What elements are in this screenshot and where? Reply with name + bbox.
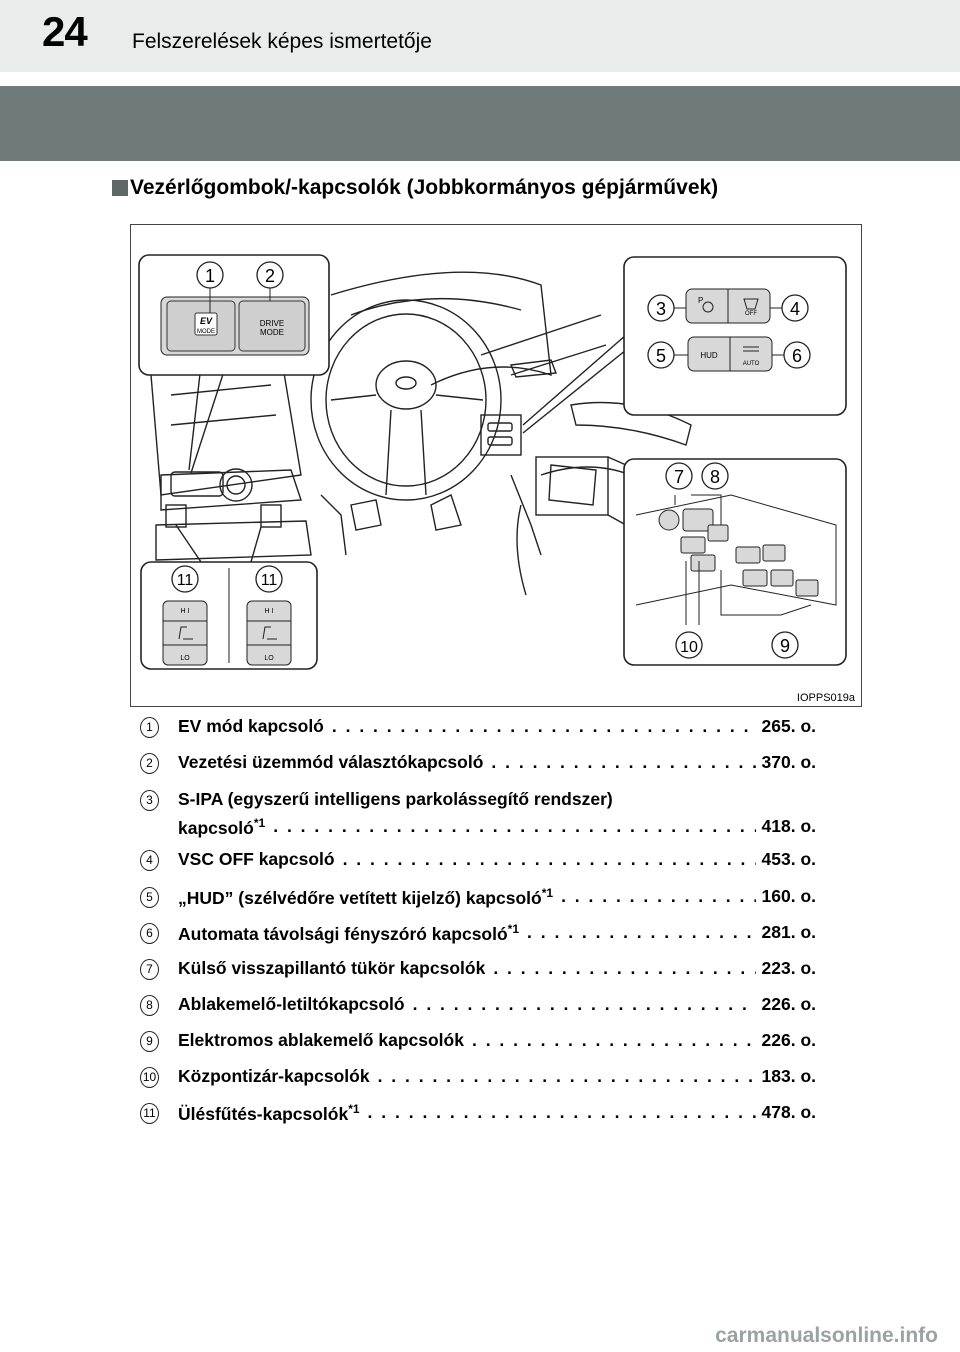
p-label: P <box>698 296 703 305</box>
callout-8: 8 <box>710 467 720 487</box>
legend-number: 3 <box>140 790 159 811</box>
footnote-marker: *1 <box>507 922 520 936</box>
legend-entry: 10 Központizár-kapcsolók 183. o. . . . . .… <box>130 1066 830 1090</box>
footnote-marker: *1 <box>348 1102 360 1116</box>
dot-leader: . . . . . . . . . . . . . . . . . . . . … <box>527 922 756 942</box>
dot-leader: . . . . . . . . . . . . . . . . . . . . … <box>377 1066 756 1086</box>
dot-leader: . . . . . . . . . . . . . . . . . . . . … <box>273 816 755 836</box>
callout-2: 2 <box>265 266 275 286</box>
legend-page-ref: 226. o. <box>761 994 816 1014</box>
page-number: 24 <box>42 8 88 55</box>
legend-number: 1 <box>140 717 159 738</box>
legend-entry: 3 S-IPA (egyszerű intelligens parkolásseg… <box>130 789 830 813</box>
header-bar: 24 Felszerelések képes ismertetője <box>0 0 960 72</box>
legend-text: Vezetési üzemmód választókapcsoló <box>178 752 484 772</box>
legend-page-ref: 160. o. <box>761 886 816 906</box>
legend-page-ref: 370. o. <box>761 752 816 772</box>
dashboard-drawing: EV MODE DRIVE MODE 1 2 P OFF HUD AUTO 3 … <box>138 254 847 670</box>
legend-text: „HUD” (szélvédőre vetített kijelző) kapc… <box>178 886 554 908</box>
legend-page-ref: 226. o. <box>761 1030 816 1050</box>
legend-entry: 2 Vezetési üzemmód választókapcsoló 370. o… <box>130 752 830 776</box>
off-label: OFF <box>745 311 757 317</box>
callout-5: 5 <box>656 346 666 366</box>
callout-4: 4 <box>790 299 800 319</box>
dot-leader: . . . . . . . . . . . . . . . . . . . . … <box>493 958 755 978</box>
lo-label-left: LO <box>180 655 190 662</box>
legend-number: 10 <box>140 1067 159 1088</box>
header-title: Felszerelések képes ismertetője <box>132 30 432 53</box>
legend-number: 11 <box>140 1103 159 1124</box>
callout-11-right: 11 <box>261 572 278 589</box>
legend-text: Automata távolsági fényszóró kapcsoló*1 <box>178 922 520 944</box>
header-band <box>0 86 960 161</box>
dot-leader: . . . . . . . . . . . . . . . . . . . . … <box>412 994 756 1014</box>
legend-text: EV mód kapcsoló <box>178 716 324 736</box>
legend-page-ref: 453. o. <box>761 849 816 869</box>
legend-text: kapcsoló*1 <box>178 816 266 838</box>
legend-text: Ülésfűtés-kapcsolók*1 <box>178 1102 360 1124</box>
legend-text: S-IPA (egyszerű intelligens parkolássegí… <box>178 789 613 809</box>
legend-entry: 11 Ülésfűtés-kapcsolók*1 478. o. . . . . .… <box>130 1102 830 1126</box>
legend-entry: 1 EV mód kapcsoló 265. o. . . . . . . . . … <box>130 716 830 740</box>
legend-page-ref: 281. o. <box>761 922 816 942</box>
drive-mode-label: MODE <box>260 328 284 337</box>
dot-leader: . . . . . . . . . . . . . . . . . . . . … <box>471 1030 756 1050</box>
legend-text: Ablakemelő-letiltókapcsoló <box>178 994 405 1014</box>
dot-leader: . . . . . . . . . . . . . . . . . . . . … <box>342 849 756 869</box>
drive-label: DRIVE <box>260 319 284 328</box>
legend-number: 4 <box>140 850 159 871</box>
legend-page-ref: 478. o. <box>761 1102 816 1122</box>
legend-number: 9 <box>140 1031 159 1052</box>
inset-hud-vsc <box>623 256 847 416</box>
legend-number: 6 <box>140 923 159 944</box>
legend-entry: 6 Automata távolsági fényszóró kapcsoló*1… <box>130 922 830 946</box>
legend-page-ref: 183. o. <box>761 1066 816 1086</box>
lo-label-right: LO <box>264 655 274 662</box>
legend-entry: 5 „HUD” (szélvédőre vetített kijelző) kap… <box>130 886 830 910</box>
controls-illustration: EV MODE DRIVE MODE 1 2 P OFF HUD AUTO 3 … <box>130 224 862 707</box>
dot-leader: . . . . . . . . . . . . . . . . . . . . … <box>491 752 755 772</box>
ev-mode-label: MODE <box>197 329 215 335</box>
legend-entry: 8 Ablakemelő-letiltókapcsoló 226. o. . . .… <box>130 994 830 1018</box>
legend-page-ref: 223. o. <box>761 958 816 978</box>
callout-3: 3 <box>656 299 666 319</box>
legend-text: VSC OFF kapcsoló <box>178 849 335 869</box>
hud-label: HUD <box>700 351 718 360</box>
legend-text: Külső visszapillantó tükör kapcsolók <box>178 958 486 978</box>
watermark: carmanualsonline.info <box>715 1324 938 1347</box>
legend-number: 7 <box>140 959 159 980</box>
callout-9: 9 <box>780 636 790 656</box>
callout-7: 7 <box>674 467 684 487</box>
legend-number: 8 <box>140 995 159 1016</box>
footnote-marker: *1 <box>253 816 266 830</box>
figure-code: IOPPS019a <box>796 692 855 704</box>
legend-entry-continuation: kapcsoló*1 418. o. . . . . . . . . . . . … <box>130 816 830 840</box>
legend-text: Elektromos ablakemelő kapcsolók <box>178 1030 464 1050</box>
section-title: Vezérlőgombok/-kapcsolók (Jobbkormányos … <box>130 176 719 199</box>
legend-page-ref: 418. o. <box>761 816 816 836</box>
dot-leader: . . . . . . . . . . . . . . . . . . . . … <box>331 716 756 736</box>
section-marker <box>112 180 128 196</box>
callout-10: 10 <box>680 639 698 656</box>
legend-text: Központizár-kapcsolók <box>178 1066 370 1086</box>
legend-number: 2 <box>140 753 159 774</box>
legend-entry: 4 VSC OFF kapcsoló 453. o. . . . . . . . .… <box>130 849 830 873</box>
legend-entry: 7 Külső visszapillantó tükör kapcsolók 223… <box>130 958 830 982</box>
hi-label-left: H I <box>181 608 190 615</box>
auto-label: AUTO <box>743 361 760 367</box>
dot-leader: . . . . . . . . . . . . . . . . . . . . … <box>367 1102 756 1122</box>
hi-label-right: H I <box>265 608 274 615</box>
legend-number: 5 <box>140 887 159 908</box>
callout-6: 6 <box>792 346 802 366</box>
callout-11-left: 11 <box>177 572 194 589</box>
callout-1: 1 <box>205 266 215 286</box>
ev-label: EV <box>200 316 213 326</box>
dot-leader: . . . . . . . . . . . . . . . . . . . . … <box>561 886 755 906</box>
legend-page-ref: 265. o. <box>761 716 816 736</box>
footnote-marker: *1 <box>541 886 554 900</box>
inset-door-switches <box>623 458 847 666</box>
